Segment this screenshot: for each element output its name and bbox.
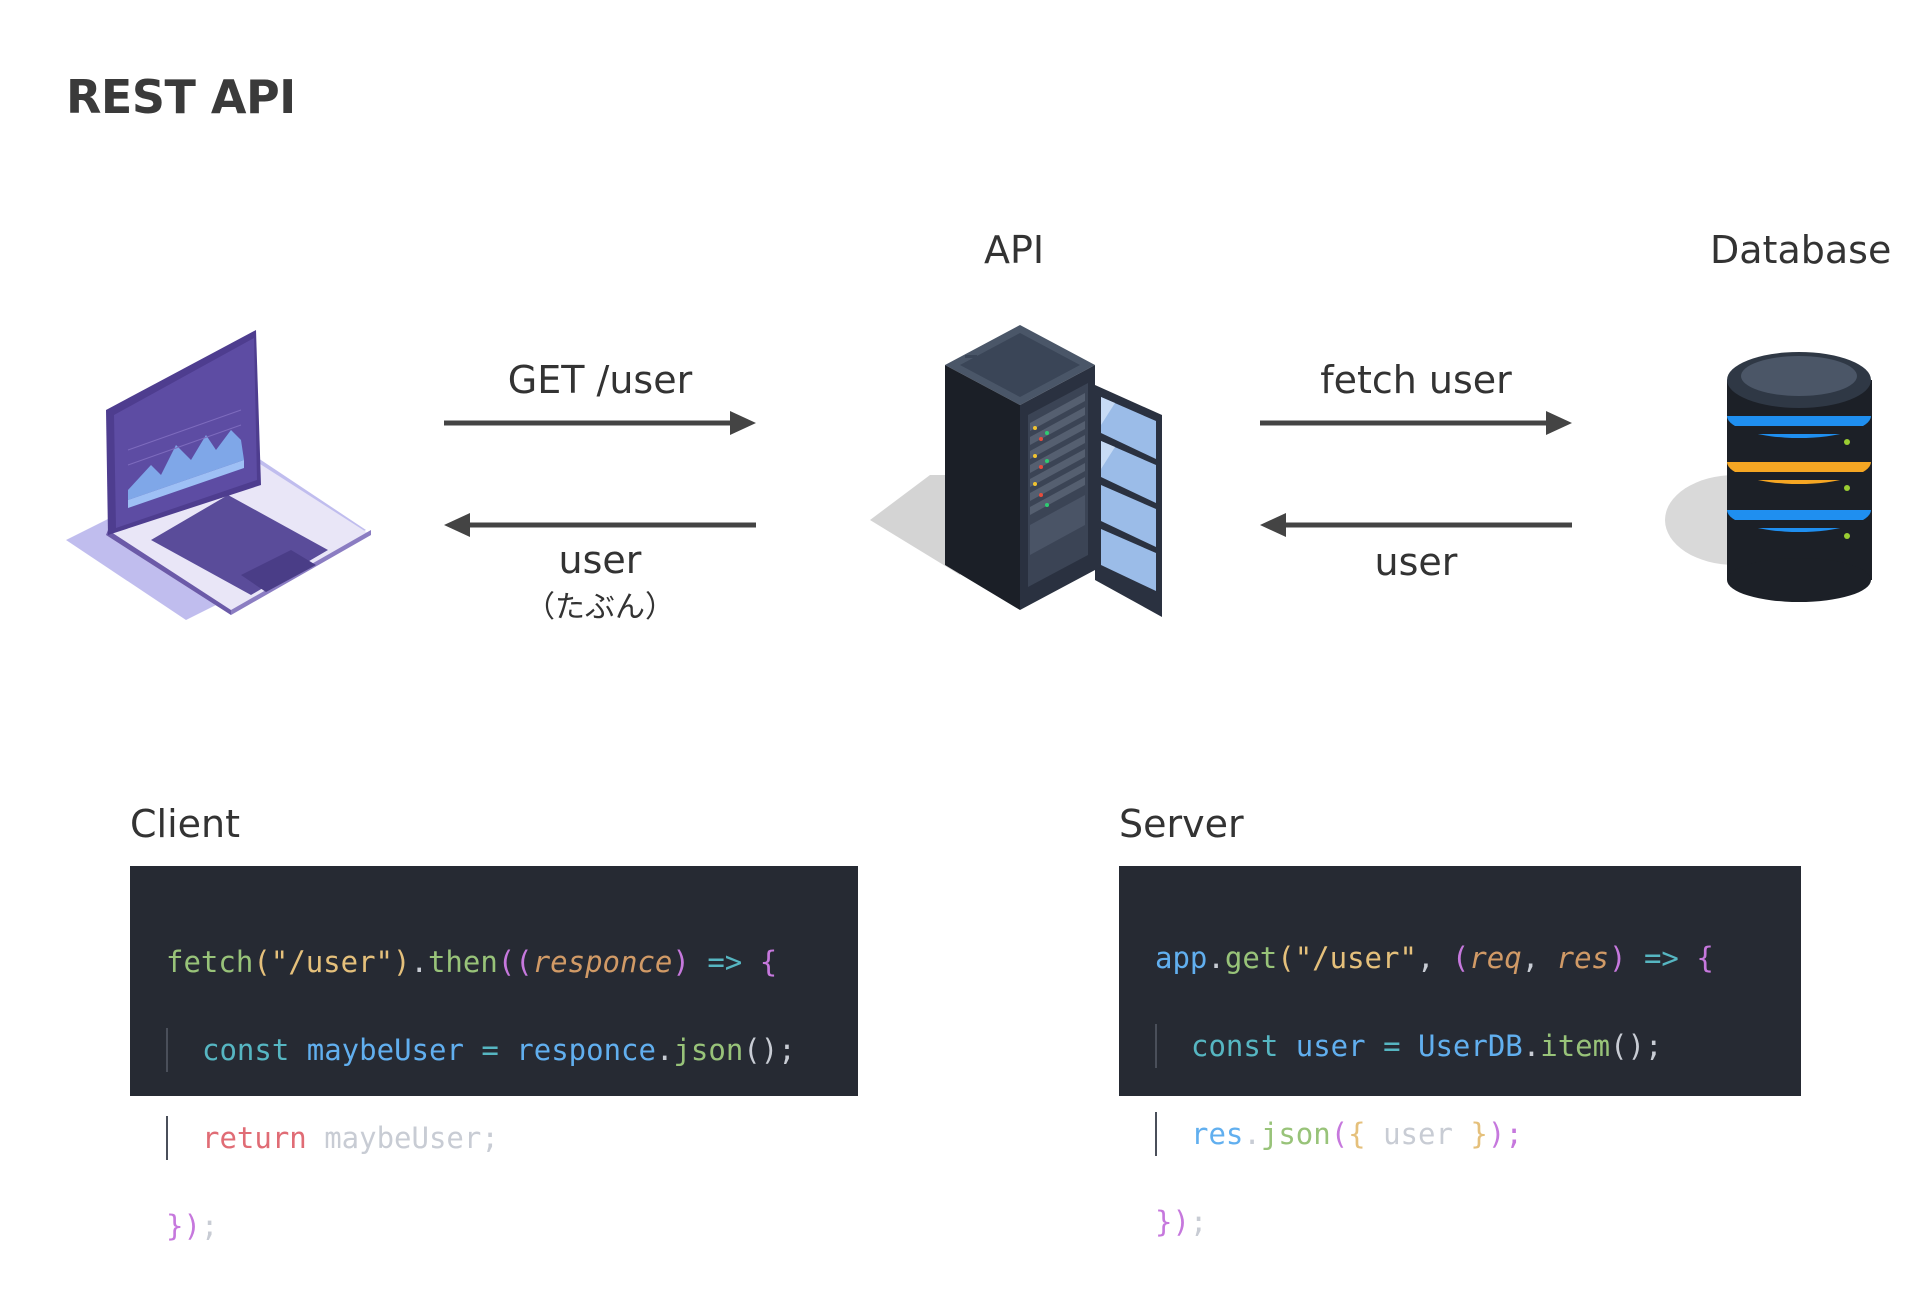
code-token: ( (1277, 941, 1295, 975)
code-token: UserDB (1418, 1029, 1523, 1063)
code-line: }); (1155, 1200, 1801, 1244)
client-code-block: fetch("/user").then((responce) => { cons… (130, 866, 858, 1243)
code-token: (); (1610, 1029, 1663, 1063)
code-token: { (1348, 1117, 1366, 1151)
code-token: }) (166, 1209, 201, 1243)
api-label: API (984, 228, 1045, 272)
code-token: fetch (166, 945, 254, 979)
label-fetch-user: fetch user (1320, 358, 1512, 402)
code-line: const user = UserDB.item(); (1155, 1024, 1801, 1068)
label-db-user: user (1374, 540, 1458, 584)
code-token: get (1224, 941, 1278, 975)
code-token: }) (1155, 1205, 1190, 1239)
page-title: REST API (66, 70, 296, 124)
client-section-label: Client (130, 802, 241, 846)
code-token: const (202, 1033, 307, 1067)
code-token: { (1696, 941, 1714, 975)
code-token: ( (253, 945, 271, 979)
code-token: app (1155, 941, 1208, 975)
code-token: json (1260, 1117, 1331, 1151)
code-token: maybeUser (306, 1033, 464, 1067)
code-token: ; (1189, 1205, 1208, 1239)
label-maybe-note: （たぶん） (525, 590, 675, 625)
code-token: maybeUser; (324, 1121, 499, 1155)
arrow-api-to-db (1260, 411, 1572, 435)
arrow-client-to-api (444, 411, 756, 435)
server-rack-icon (870, 325, 1162, 617)
code-token: res (1191, 1117, 1244, 1151)
code-token: ); (1487, 1117, 1523, 1151)
database-icon (1665, 352, 1872, 602)
code-token: then (427, 945, 498, 979)
code-token: res (1556, 941, 1610, 975)
code-token: => (689, 945, 760, 979)
laptop-icon (66, 330, 371, 620)
code-token: "/user" (270, 945, 393, 979)
code-token: = (1365, 1029, 1418, 1063)
server-section-label: Server (1119, 802, 1244, 846)
code-token: ) (672, 945, 690, 979)
code-line: }); (166, 1204, 858, 1248)
code-token: . (1522, 1029, 1541, 1063)
server-code-block: app.get("/user", (req, res) => { const u… (1119, 866, 1801, 1239)
arrow-api-to-client (444, 513, 756, 537)
label-get-user: GET /user (507, 358, 693, 402)
code-line: app.get("/user", (req, res) => { (1155, 936, 1801, 980)
code-token: (); (743, 1033, 796, 1067)
code-token: responce (532, 945, 673, 979)
code-token: => (1626, 941, 1697, 975)
code-line: fetch("/user").then((responce) => { (166, 940, 858, 984)
code-token: = (463, 1033, 517, 1067)
code-token: user (1295, 1029, 1366, 1063)
code-line: return maybeUser; (166, 1116, 858, 1160)
code-token: user (1365, 1117, 1471, 1151)
code-token: . (1207, 941, 1225, 975)
code-token: json (673, 1033, 744, 1067)
code-token: . (410, 945, 428, 979)
code-token: , (1521, 941, 1557, 975)
code-token: item (1540, 1029, 1611, 1063)
database-label: Database (1710, 228, 1892, 272)
code-token: "/user" (1294, 941, 1417, 975)
code-token: } (1470, 1117, 1488, 1151)
code-token: ) (1609, 941, 1627, 975)
code-token: ( (1451, 941, 1470, 975)
arrow-db-to-api (1260, 513, 1572, 537)
code-token: { (759, 945, 778, 979)
code-token: , (1416, 941, 1452, 975)
code-token: . (655, 1033, 674, 1067)
code-line: res.json({ user }); (1155, 1112, 1801, 1156)
code-line: const maybeUser = responce.json(); (166, 1028, 858, 1072)
code-token: ) (393, 945, 411, 979)
code-token: req (1469, 941, 1522, 975)
code-token: ( (1330, 1117, 1349, 1151)
code-token: ; (200, 1209, 219, 1243)
code-token: responce (516, 1033, 656, 1067)
label-user-response: user (558, 538, 642, 582)
code-token: . (1243, 1117, 1261, 1151)
code-token: (( (497, 945, 533, 979)
code-token: const (1191, 1029, 1296, 1063)
code-token: return (202, 1121, 325, 1155)
